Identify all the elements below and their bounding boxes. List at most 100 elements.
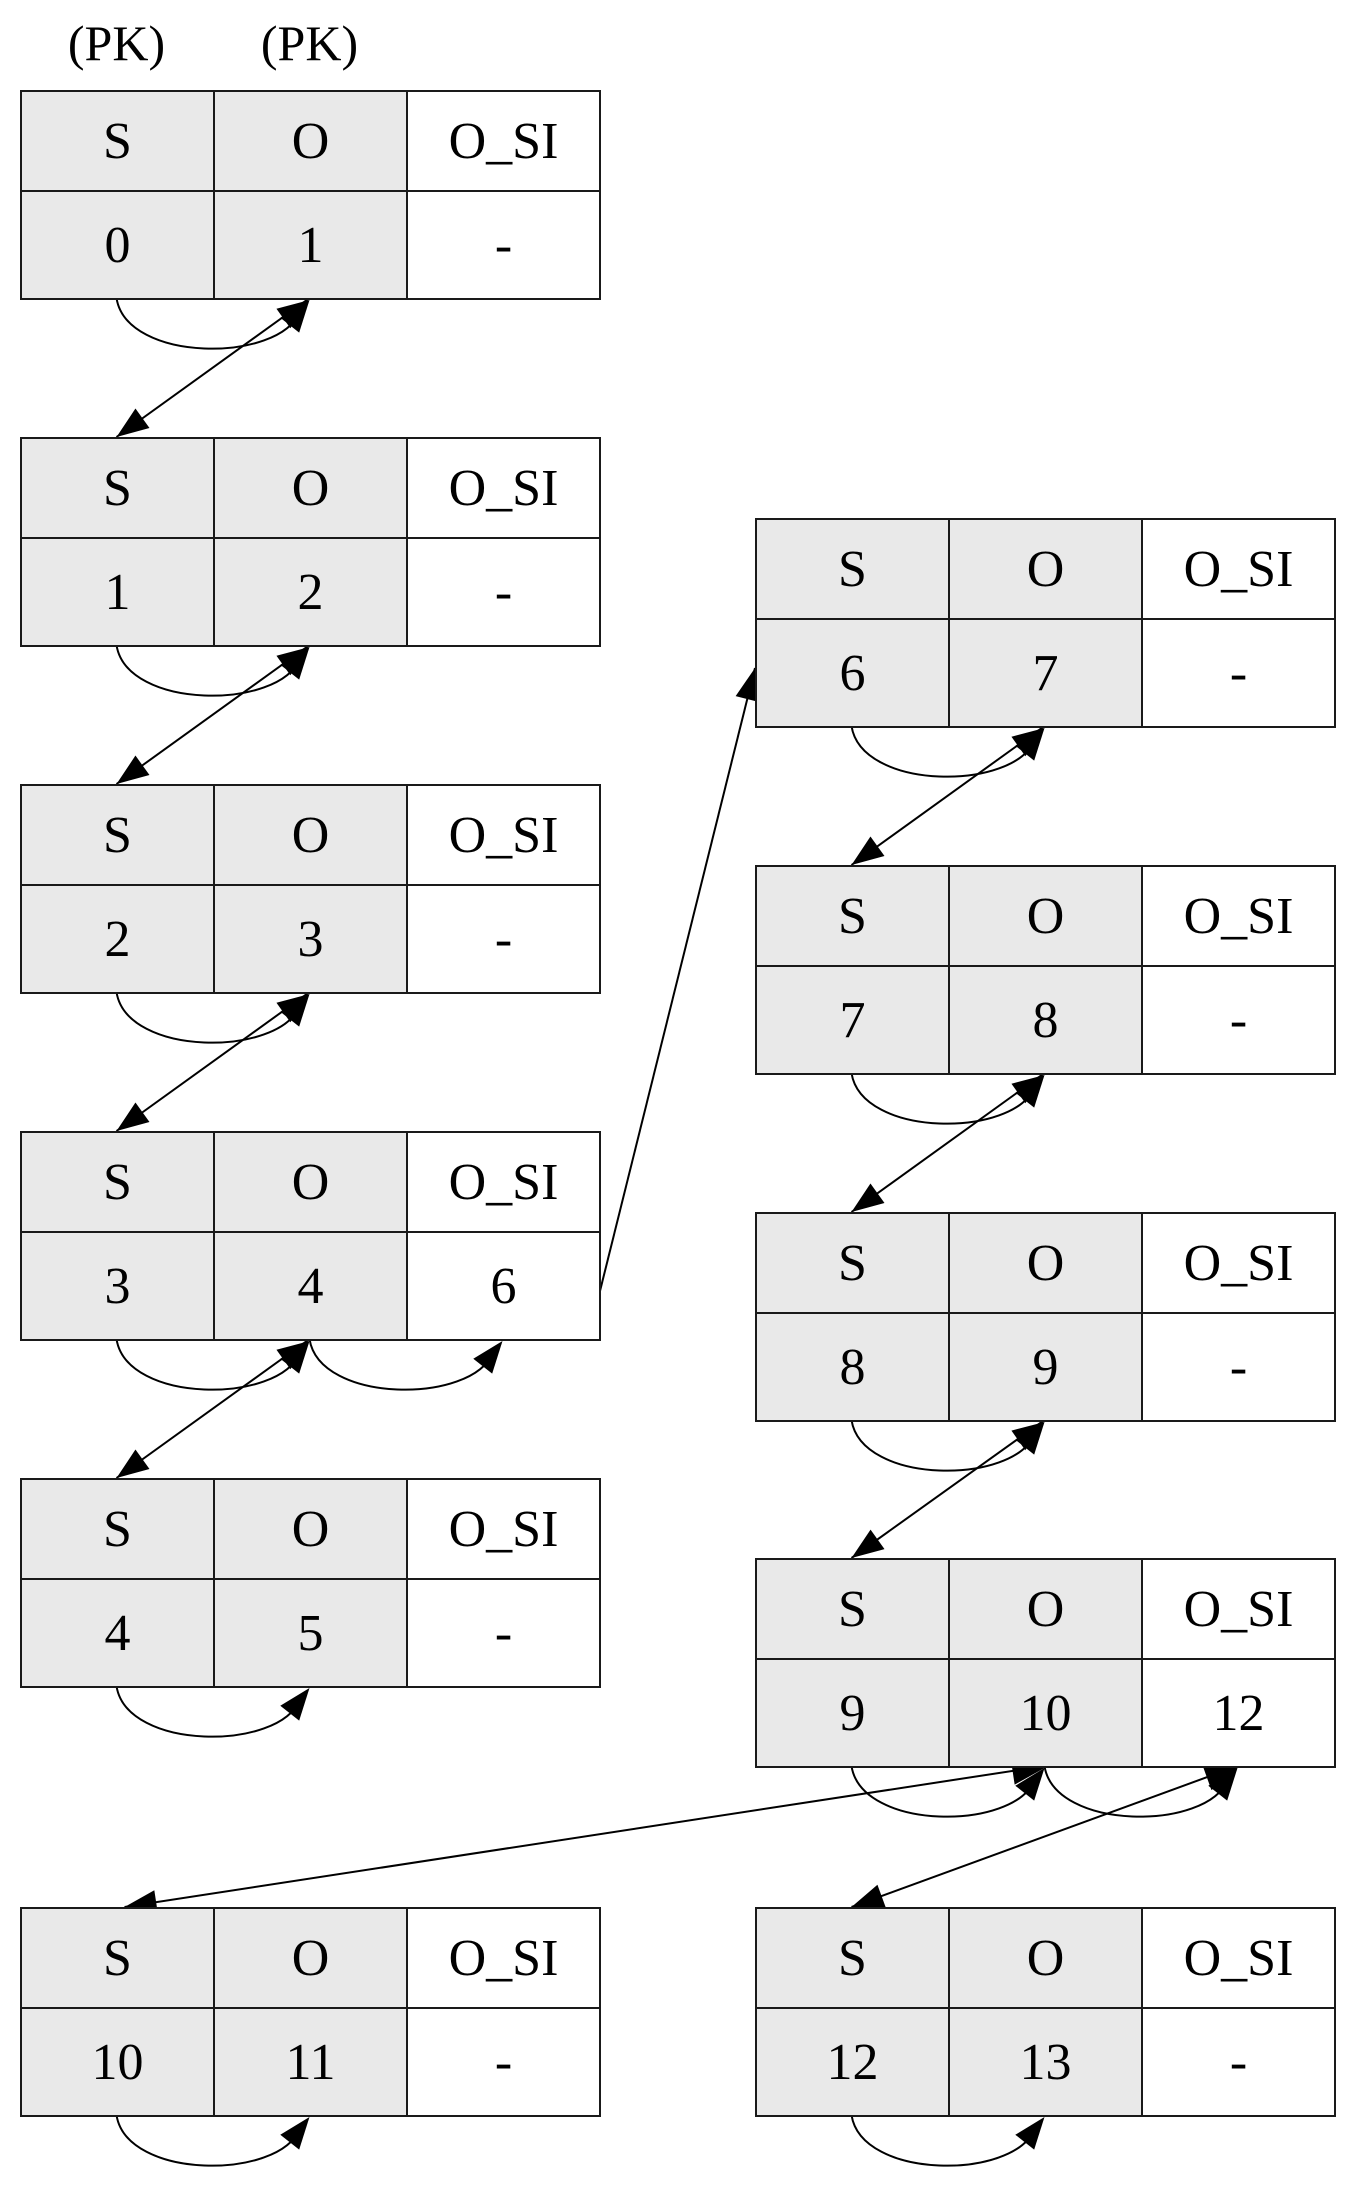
header-o-si: O_SI (406, 1131, 601, 1233)
cell-o: 2 (213, 537, 408, 647)
header-o: O (948, 1212, 1143, 1314)
cell-s: 12 (755, 2007, 950, 2117)
header-o-si: O_SI (1141, 1558, 1336, 1660)
header-o-si: O_SI (1141, 518, 1336, 620)
link-line (115, 644, 311, 785)
cell-o-si: - (406, 2007, 601, 2117)
self-link-curve (850, 1419, 1036, 1472)
self-link-curve (115, 644, 301, 697)
header-o: O (948, 865, 1143, 967)
cell-s: 10 (20, 2007, 215, 2117)
header-o: O (213, 1131, 408, 1233)
header-o: O (213, 784, 408, 886)
self-link-curve (115, 2114, 301, 2167)
pk-label-o: (PK) (260, 15, 359, 71)
link-line-end-head (116, 1449, 150, 1478)
secondary-link-curve (308, 1338, 494, 1391)
header-s: S (20, 1131, 215, 1233)
secondary-link-curve-head (1208, 1768, 1238, 1801)
cell-o: 9 (948, 1312, 1143, 1422)
pk-label-s: (PK) (67, 15, 166, 71)
header-s: S (20, 1907, 215, 2009)
cell-o: 5 (213, 1578, 408, 1688)
link-line-end-head (851, 1183, 885, 1212)
cell-s: 4 (20, 1578, 215, 1688)
self-link-curve-head (1015, 1075, 1045, 1108)
cell-o-si: - (406, 190, 601, 300)
self-link-curve (115, 1338, 301, 1391)
header-s: S (20, 437, 215, 539)
cell-o-si: 12 (1141, 1658, 1336, 1768)
header-o-si: O_SI (406, 1907, 601, 2009)
cell-o: 10 (948, 1658, 1143, 1768)
self-link-curve-head (1015, 1422, 1045, 1455)
header-o-si: O_SI (1141, 865, 1336, 967)
link-line (850, 1419, 1046, 1559)
header-o: O (213, 90, 408, 192)
cell-s: 7 (755, 965, 950, 1075)
link-line-end-head (116, 755, 150, 784)
header-o-si: O_SI (406, 784, 601, 886)
cell-o-si: - (1141, 965, 1336, 1075)
link-line-end-head (116, 408, 150, 437)
cell-s: 9 (755, 1658, 950, 1768)
self-link-curve-head (1015, 728, 1045, 761)
link-line (850, 1072, 1046, 1213)
cell-o-si: - (406, 1578, 601, 1688)
header-s: S (20, 784, 215, 886)
self-link-curve (850, 2114, 1036, 2167)
link-line (115, 1338, 311, 1479)
self-link-curve-head (280, 1341, 310, 1374)
header-s: S (20, 1478, 215, 1580)
self-link-curve (115, 1685, 301, 1738)
header-o: O (213, 1478, 408, 1580)
self-link-curve-head (280, 2117, 310, 2150)
link-line-end-head (851, 1884, 886, 1908)
cell-o: 11 (213, 2007, 408, 2117)
header-o-si: O_SI (1141, 1907, 1336, 2009)
link-line-start-head (276, 1341, 310, 1370)
link-line (124, 1765, 1045, 1908)
cell-o: 13 (948, 2007, 1143, 2117)
cell-o-si: - (406, 884, 601, 994)
header-s: S (755, 518, 950, 620)
header-s: S (755, 865, 950, 967)
header-o: O (213, 437, 408, 539)
link-line-start-head (1011, 1422, 1045, 1451)
self-link-curve (850, 1072, 1036, 1125)
cell-o-si: 6 (406, 1231, 601, 1341)
cell-s: 0 (20, 190, 215, 300)
link-line (115, 297, 311, 438)
header-s: S (755, 1212, 950, 1314)
cell-o-si: - (1141, 1312, 1336, 1422)
link-line (115, 991, 311, 1132)
self-link-curve-head (280, 1688, 310, 1721)
link-line (598, 667, 756, 1296)
link-line-start-head (1011, 1075, 1045, 1104)
cell-s: 8 (755, 1312, 950, 1422)
link-line-start-head (276, 300, 310, 329)
header-o: O (213, 1907, 408, 2009)
self-link-curve-head (280, 300, 310, 333)
link-line (850, 725, 1046, 866)
header-o: O (948, 518, 1143, 620)
link-line-start-head (276, 647, 310, 676)
cell-s: 3 (20, 1231, 215, 1341)
link-line-end-head (851, 1529, 885, 1558)
link-line-start-head (1203, 1767, 1238, 1791)
link-line-end-head (116, 1102, 150, 1131)
header-o-si: O_SI (406, 1478, 601, 1580)
header-s: S (755, 1558, 950, 1660)
link-line-start-head (276, 994, 310, 1023)
